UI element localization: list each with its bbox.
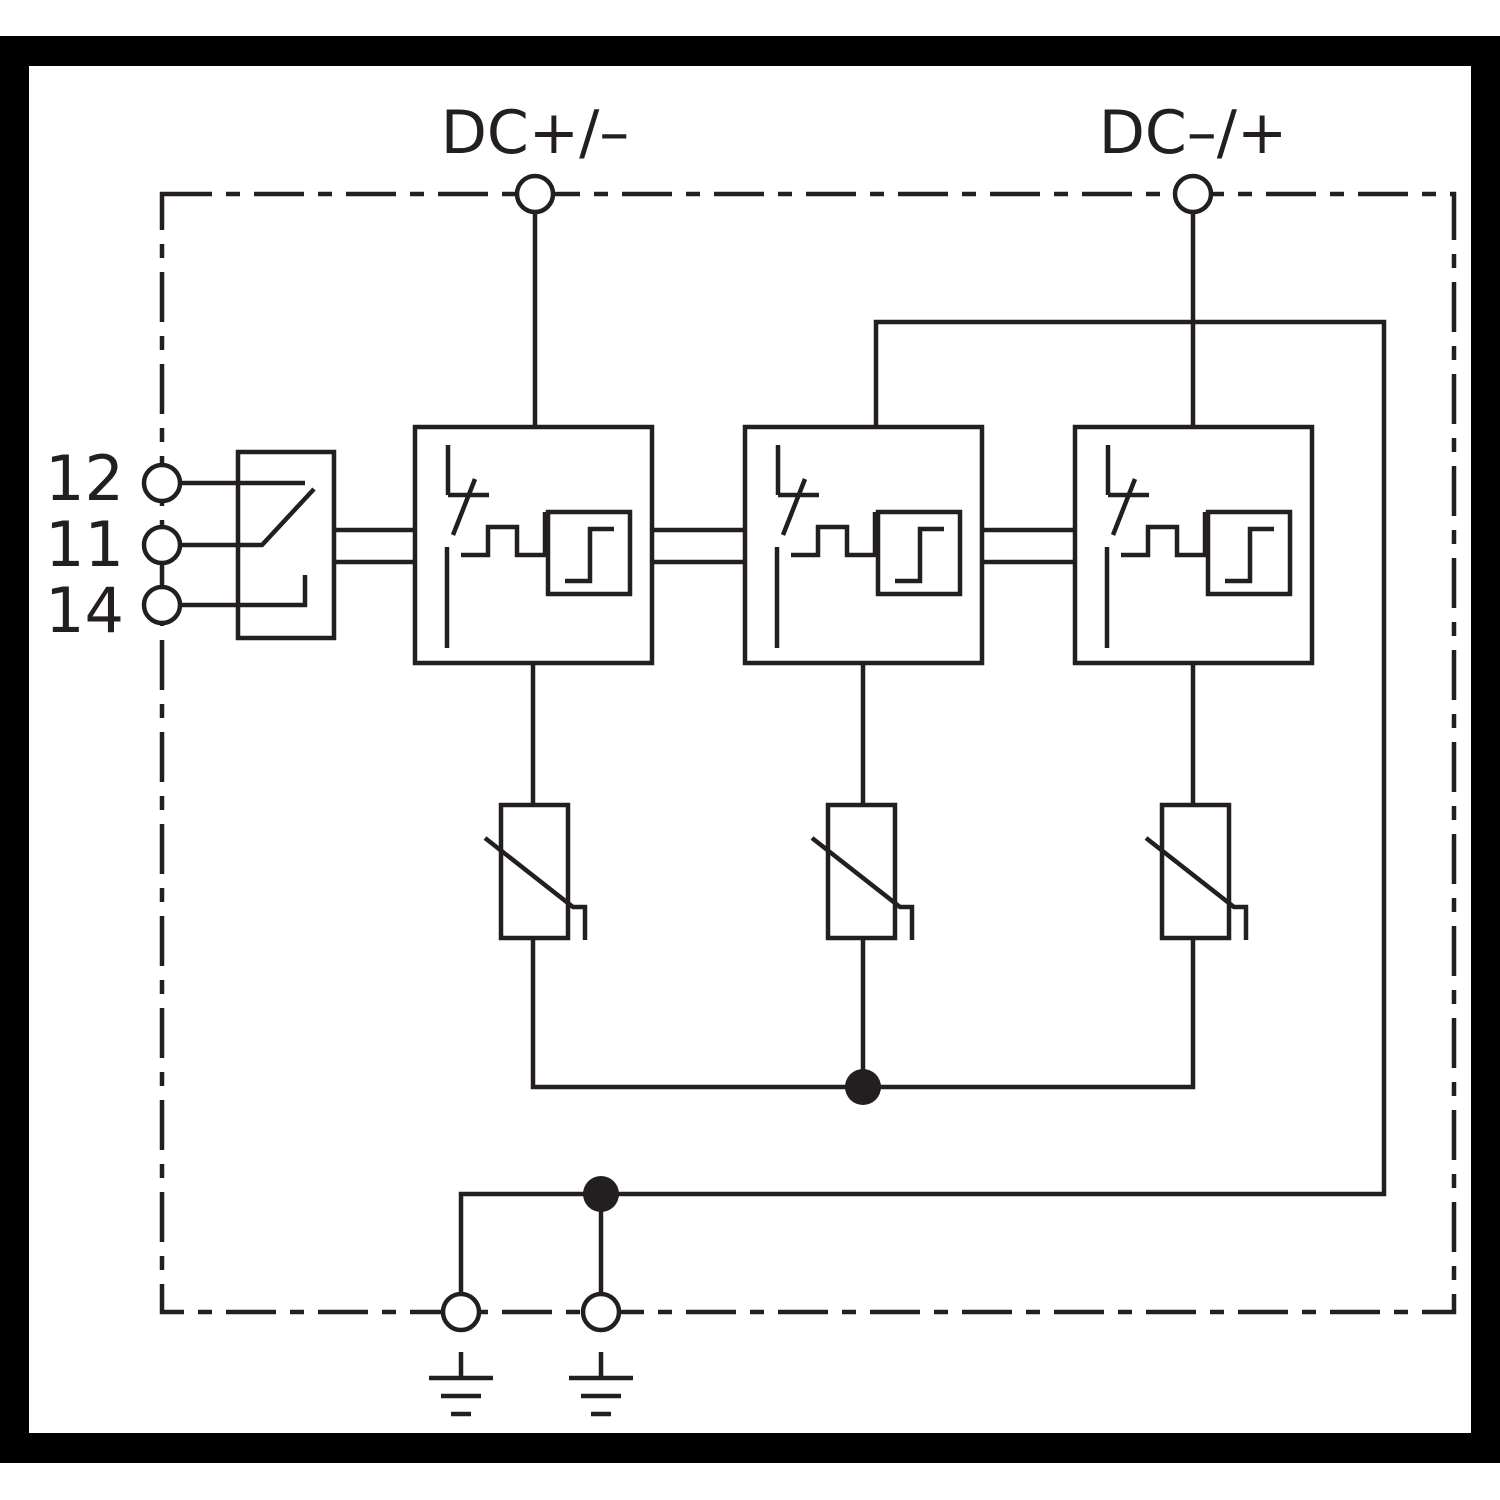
ground-icon-2 [569,1352,633,1417]
pin-label-14: 14 [45,574,124,647]
wire-pin-11 [162,487,316,548]
terminal-pin-12 [141,462,183,504]
terminal-pin-14 [141,584,183,626]
coupling-3 [982,527,1075,565]
terminal-ground-1 [440,1291,482,1333]
ground-icon-1 [429,1352,493,1417]
wire-middle-loop [458,319,1387,1312]
terminal-label-dc-left: DC+/– [441,98,630,168]
terminal-dc-right [1172,173,1214,215]
outer-frame-border [0,36,1500,1463]
terminal-ground-2 [580,1291,622,1333]
terminal-label-dc-right: DC–/+ [1099,98,1288,168]
wire-pin-14 [162,575,308,608]
varistor-3 [1144,802,1249,941]
terminal-dc-left [514,173,556,215]
terminal-pin-11 [141,524,183,566]
enclosure-boundary [159,191,1457,1315]
coupling-1 [334,527,415,565]
junction-dot-varistor-bus [845,1069,881,1105]
junction-dot-ground-bus [583,1176,619,1212]
pin-label-11: 11 [45,508,124,581]
pin-label-12: 12 [45,442,124,515]
coupling-2 [652,527,745,565]
